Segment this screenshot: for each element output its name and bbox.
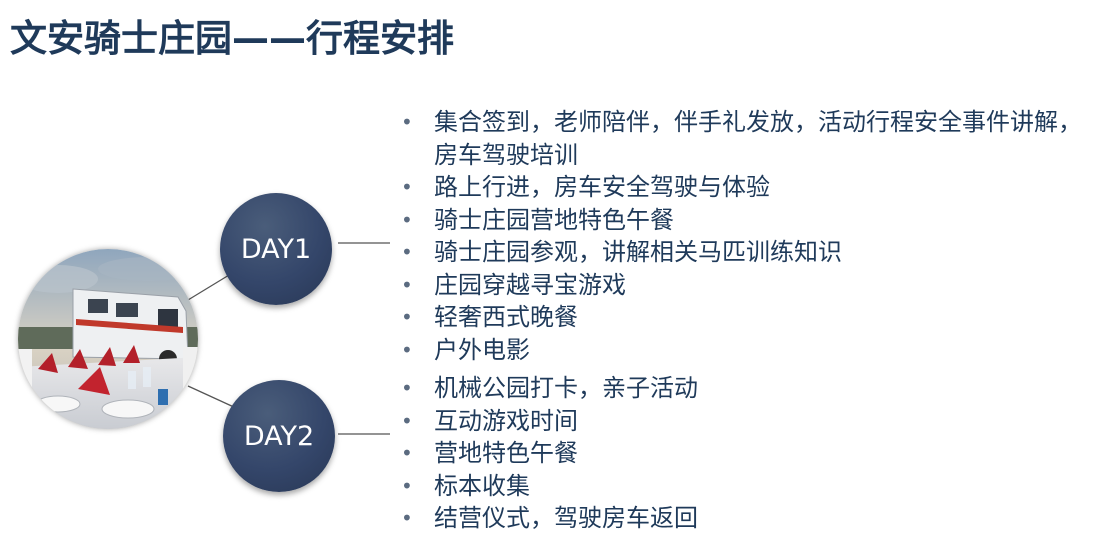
list-item: •骑士庄园营地特色午餐 xyxy=(401,204,1101,237)
bullet-icon: • xyxy=(401,305,413,329)
bullet-icon: • xyxy=(401,337,413,362)
day2-circle: DAY2 xyxy=(223,380,335,492)
bullet-icon: • xyxy=(401,272,413,297)
list-item: •集合签到，老师陪伴，伴手礼发放，活动行程安全事件讲解，房车驾驶培训 xyxy=(401,108,1082,169)
list-item: •互动游戏时间 xyxy=(401,405,1101,438)
day1-circle: DAY1 xyxy=(220,193,332,305)
list-item: •结营仪式，驾驶房车返回 xyxy=(401,502,1101,535)
rv-dinner-photo xyxy=(18,249,198,429)
bullet-icon: • xyxy=(401,473,413,498)
page-title: 文安骑士庄园——行程安排 xyxy=(10,17,454,60)
list-item: •路上行进，房车安全驾驶与体验 xyxy=(401,171,1101,204)
bullet-icon: • xyxy=(401,175,413,199)
list-item: •机械公园打卡，亲子活动 xyxy=(401,372,1101,405)
list-item: •营地特色午餐 xyxy=(401,437,1101,470)
bullet-icon: • xyxy=(401,441,413,465)
list-item: •户外电影 xyxy=(401,334,1101,367)
bullet-icon: • xyxy=(401,506,413,530)
bullet-icon: • xyxy=(401,240,413,264)
bullet-icon: • xyxy=(401,376,413,400)
connector-photo-day2 xyxy=(187,385,237,409)
list-item: •骑士庄园参观，讲解相关马匹训练知识 xyxy=(401,236,1101,269)
list-item: •庄园穿越寻宝游戏 xyxy=(401,269,1101,302)
day1-activity-list: •集合签到，老师陪伴，伴手礼发放，活动行程安全事件讲解，房车驾驶培训 •路上行进… xyxy=(401,106,1101,366)
bullet-icon: • xyxy=(401,110,413,134)
list-item: •轻奢西式晚餐 xyxy=(401,301,1101,334)
day2-activity-list: •机械公园打卡，亲子活动 •互动游戏时间 •营地特色午餐 •标本收集 •结营仪式… xyxy=(401,372,1101,535)
bullet-icon: • xyxy=(401,207,413,232)
bullet-icon: • xyxy=(401,408,413,433)
list-item: •标本收集 xyxy=(401,470,1101,503)
